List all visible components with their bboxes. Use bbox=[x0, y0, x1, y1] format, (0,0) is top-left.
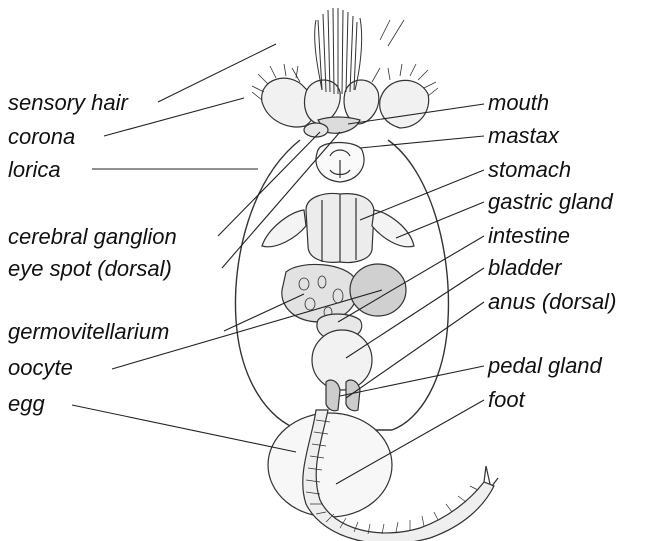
leader-stomach bbox=[360, 170, 484, 220]
oocyte-shape bbox=[350, 264, 406, 316]
label-germovitellarium: germovitellarium bbox=[8, 320, 169, 344]
leader-mastax bbox=[360, 136, 484, 148]
label-gastric-gland: gastric gland bbox=[488, 190, 613, 214]
bladder-shape bbox=[312, 330, 372, 390]
label-mastax: mastax bbox=[488, 124, 559, 148]
label-bladder: bladder bbox=[488, 256, 561, 280]
label-lorica: lorica bbox=[8, 158, 61, 182]
label-corona: corona bbox=[8, 125, 75, 149]
label-cerebral-ganglion: cerebral ganglion bbox=[8, 225, 177, 249]
label-oocyte: oocyte bbox=[8, 356, 73, 380]
pedal-gland-shape bbox=[326, 380, 340, 411]
label-intestine: intestine bbox=[488, 224, 570, 248]
egg-shape bbox=[268, 413, 392, 517]
corona-lobe-right bbox=[380, 80, 429, 128]
label-stomach: stomach bbox=[488, 158, 571, 182]
sensory-hair-tuft bbox=[315, 8, 362, 94]
label-pedal-gland: pedal gland bbox=[488, 354, 602, 378]
label-mouth: mouth bbox=[488, 91, 549, 115]
label-egg: egg bbox=[8, 392, 45, 416]
label-anus: anus (dorsal) bbox=[488, 290, 616, 314]
germovitellarium-shape bbox=[282, 264, 358, 322]
gastric-gland-left bbox=[262, 210, 306, 247]
label-sensory-hair: sensory hair bbox=[8, 91, 128, 115]
cerebral-ganglion-shape bbox=[304, 123, 328, 137]
leader-egg bbox=[72, 405, 296, 452]
leader-sensory-hair bbox=[158, 44, 276, 102]
label-foot: foot bbox=[488, 388, 525, 412]
gastric-gland-right bbox=[372, 210, 414, 247]
label-eye-spot: eye spot (dorsal) bbox=[8, 257, 172, 281]
